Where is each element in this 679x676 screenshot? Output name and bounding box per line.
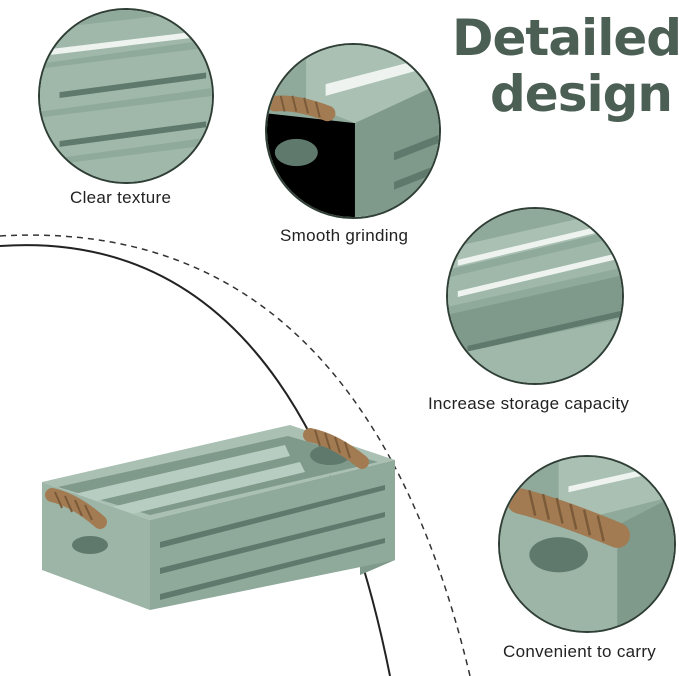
rope-handle-right: [303, 428, 369, 469]
detail-circle-carry: [498, 455, 676, 633]
caption-grinding: Smooth grinding: [280, 226, 409, 245]
title-line-1: Detailed: [452, 9, 679, 67]
caption-capacity: Increase storage capacity: [428, 394, 630, 413]
slatted-side-closeup: [40, 10, 212, 182]
rope-corner-closeup: [267, 45, 439, 217]
interior-slats-closeup: [448, 209, 622, 383]
detail-circle-grinding: [265, 43, 441, 219]
title-line-2: design: [490, 65, 673, 123]
rope-handle-closeup: [500, 457, 674, 631]
detail-circle-capacity: [446, 207, 624, 385]
dashed-arc: [0, 234, 471, 676]
detail-circle-texture: [38, 8, 214, 184]
caption-texture: Clear texture: [70, 188, 172, 207]
page-title: Detailed design: [452, 9, 679, 123]
wooden-crate-image: [42, 425, 395, 610]
rope-handle-left: [45, 488, 107, 529]
caption-carry: Convenient to carry: [503, 642, 657, 661]
